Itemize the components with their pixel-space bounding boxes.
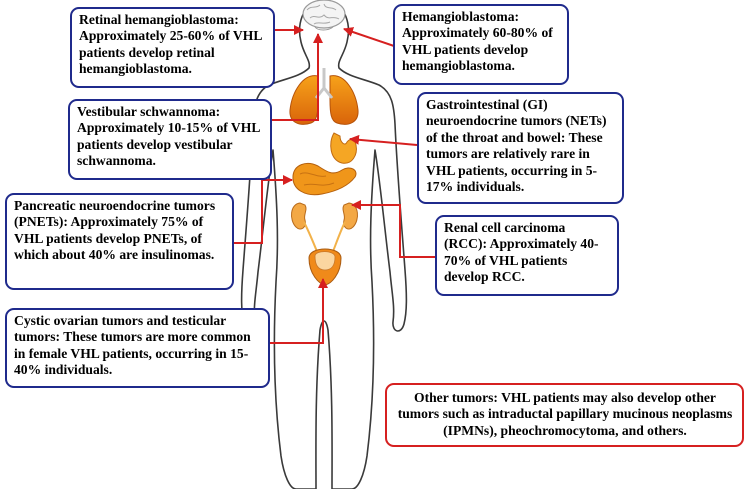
body-outline [240,0,408,489]
rcc-box: Renal cell carcinoma (RCC): Approximatel… [435,215,619,296]
pancreas-icon [292,162,357,196]
gi-net-box: Gastrointestinal (GI) neuroendocrine tum… [417,92,624,204]
arrow-pnets [233,175,293,244]
lungs-icon [289,68,359,125]
arrow-hemangioblastoma [343,27,395,47]
arrow-gi [349,134,418,146]
other-tumors-box: Other tumors: VHL patients may also deve… [385,383,744,447]
hemangioblastoma-box: Hemangioblastoma: Approximately 60-80% o… [393,4,569,85]
pnets-box: Pancreatic neuroendocrine tumors (PNETs)… [5,193,234,290]
brain-icon [302,0,346,31]
arrow-rcc [351,200,436,258]
vestibular-schwannoma-box: Vestibular schwannoma: Approximately 10-… [68,99,272,180]
arrow-cystic [270,278,328,344]
cystic-ovarian-box: Cystic ovarian tumors and testicular tum… [5,308,270,388]
bladder-icon [308,248,342,286]
retinal-hemangioblastoma-box: Retinal hemangioblastoma: Approximately … [70,7,275,88]
arrow-vestibular [271,33,323,121]
